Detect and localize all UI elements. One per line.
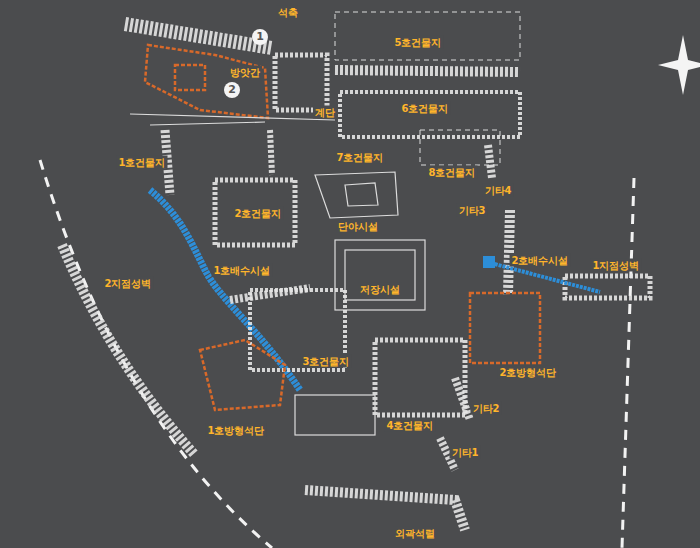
stone-row	[305, 490, 465, 530]
feature-label: 1지점성벽	[591, 259, 642, 272]
line	[295, 395, 375, 435]
forge-outline	[315, 172, 398, 218]
stone-wall	[488, 145, 492, 178]
storage-inner	[345, 250, 415, 300]
feature-label: 기타2	[471, 402, 502, 415]
feature-label: 석축	[276, 6, 300, 19]
stone-wall	[335, 70, 520, 72]
feature-label: 1호방형석단	[206, 424, 267, 437]
storage-outline	[335, 240, 425, 310]
callout-number: 2	[224, 82, 240, 98]
feature-label: 기타3	[457, 204, 488, 217]
feature-label: 2지점성벽	[103, 277, 154, 290]
feature-label: 6호건물지	[400, 102, 451, 115]
stone-block	[275, 55, 327, 110]
feature-label: 3호건물지	[301, 355, 352, 368]
stone-wall	[455, 378, 470, 420]
drain-line	[487, 262, 600, 292]
drain-box	[483, 256, 495, 268]
compass	[658, 35, 700, 95]
feature-label: 단야시설	[336, 220, 380, 233]
feature-label: 1호건물지	[117, 156, 168, 169]
mill-outline	[145, 45, 268, 118]
callout-number: 1	[252, 29, 268, 45]
stone-wall	[508, 210, 510, 295]
forge-inner	[345, 183, 378, 206]
boundary-line	[622, 178, 634, 548]
feature-label: 2호건물지	[233, 207, 284, 220]
stone-wall	[230, 288, 310, 300]
feature-label: 5호건물지	[393, 36, 444, 49]
feature-label: 저장시설	[358, 283, 402, 296]
feature-label: 7호건물지	[335, 151, 386, 164]
feature-label: 4호건물지	[385, 419, 436, 432]
feature-label: 2호방형석단	[498, 366, 559, 379]
feature-label: 1호배수시설	[212, 264, 273, 277]
feature-label: 외곽석렬	[393, 527, 437, 540]
line	[150, 122, 265, 125]
line	[130, 114, 335, 120]
building-outline	[335, 12, 520, 60]
stone-wall	[270, 130, 272, 175]
stone-platform	[200, 340, 285, 410]
feature-label: 2호배수시설	[510, 254, 571, 267]
feature-label: 기타4	[483, 184, 514, 197]
feature-label: 기타1	[450, 446, 481, 459]
building-outline	[215, 180, 295, 245]
feature-label: 방앗간	[228, 66, 262, 79]
mill-stones	[175, 65, 205, 90]
fortress-wall	[62, 245, 195, 455]
feature-label: 계단	[313, 106, 337, 119]
feature-label: 8호건물지	[427, 166, 478, 179]
building-outline	[375, 340, 465, 415]
stone-platform	[470, 293, 540, 363]
